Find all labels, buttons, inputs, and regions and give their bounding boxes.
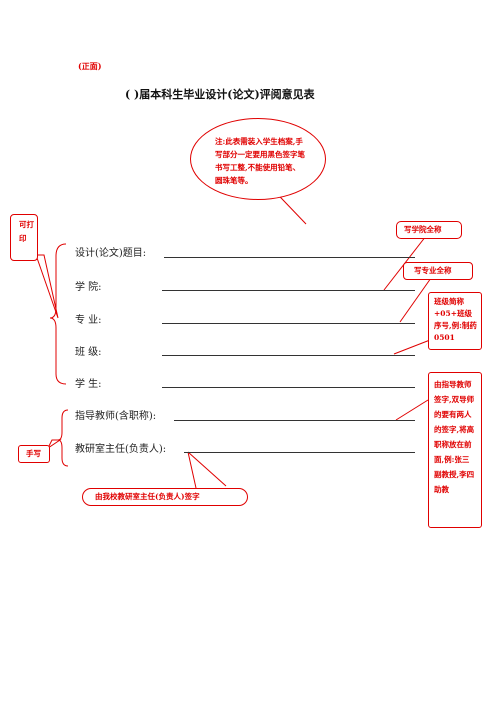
major-note: 写专业全称 — [403, 262, 473, 280]
handwrite-pointer — [46, 439, 62, 450]
field-line-advisor[interactable] — [174, 420, 415, 421]
field-label-director: 教研室主任(负责人): — [75, 444, 167, 455]
field-line-director[interactable] — [184, 452, 415, 453]
field-label-thesis-title: 设计(论文)题目: — [75, 248, 147, 259]
handwrite-brace — [57, 409, 69, 467]
field-label-student: 学 生: — [75, 379, 102, 390]
field-line-major[interactable] — [162, 323, 415, 324]
printable-brace — [49, 243, 67, 385]
field-label-major: 专 业: — [75, 315, 102, 326]
director-note-text: 由我校教研室主任(负责人)签字 — [95, 492, 200, 501]
page-side-mark: (正面) — [78, 61, 102, 71]
advisor-note-text: 由指导教师签字,双导师的要有两人的签字,将高职称放在前面,例:张三 副教授,李四… — [434, 380, 475, 494]
college-note-text: 写学院全称 — [404, 225, 442, 234]
field-label-college: 学 院: — [75, 282, 102, 293]
field-line-thesis-title[interactable] — [164, 257, 415, 258]
advisor-note: 由指导教师签字,双导师的要有两人的签字,将高职称放在前面,例:张三 副教授,李四… — [428, 372, 482, 528]
handwrite-note: 手写 — [18, 445, 50, 463]
field-line-class[interactable] — [162, 355, 415, 356]
field-line-college[interactable] — [162, 290, 415, 291]
field-label-advisor: 指导教师(含职称): — [75, 411, 157, 422]
printable-note: 可打印 — [10, 214, 38, 261]
printable-note-text: 可打印 — [19, 220, 34, 243]
major-note-text: 写专业全称 — [414, 266, 452, 275]
field-line-student[interactable] — [162, 387, 415, 388]
page-title: ( )届本科生毕业设计(论文)评阅意见表 — [125, 88, 315, 101]
field-label-class: 班 级: — [75, 347, 102, 358]
college-note: 写学院全称 — [396, 221, 462, 239]
handwrite-note-text: 手写 — [26, 449, 41, 458]
director-note: 由我校教研室主任(负责人)签字 — [82, 488, 248, 506]
printable-pointer — [35, 254, 59, 319]
class-note-text: 班级简称+05+班级序号,例:制药0501 — [434, 297, 477, 342]
archive-note-text: 注:此表需装入学生档案,手写部分一定要用黑色签字笔书写工整,不能使用铅笔、圆珠笔… — [215, 137, 305, 185]
archive-note-bubble: 注:此表需装入学生档案,手写部分一定要用黑色签字笔书写工整,不能使用铅笔、圆珠笔… — [190, 118, 326, 200]
class-note: 班级简称+05+班级序号,例:制药0501 — [428, 292, 482, 350]
